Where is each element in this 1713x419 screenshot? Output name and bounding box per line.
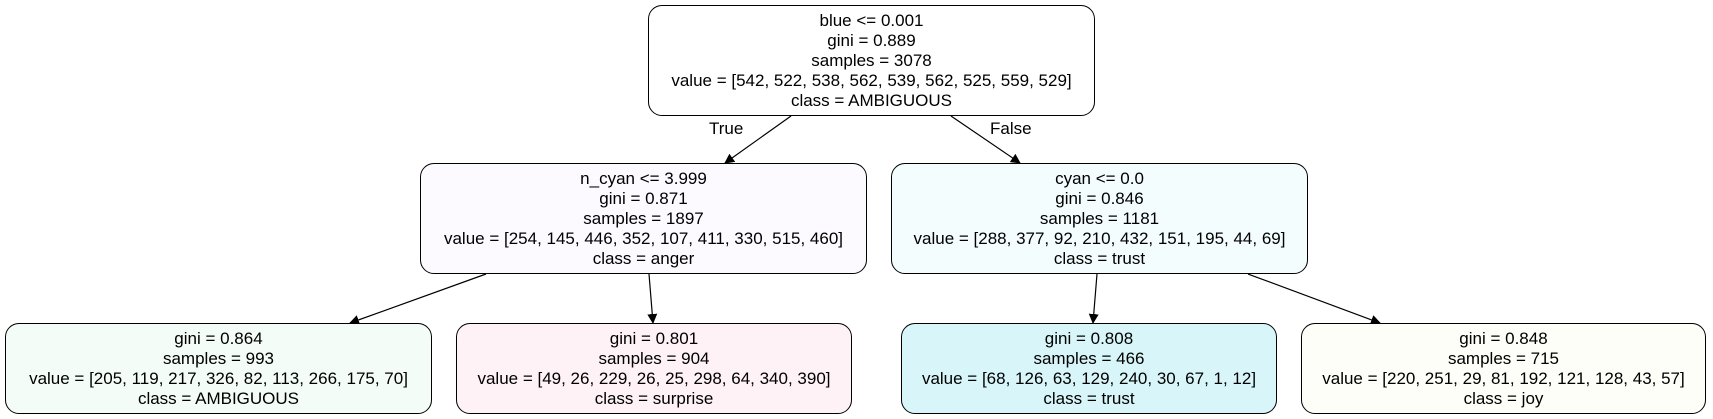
edge-left-leaf1: [349, 273, 487, 325]
node-line: class = trust: [1043, 388, 1135, 408]
node-line: samples = 993: [162, 348, 275, 368]
edge-label-false: False: [990, 119, 1032, 138]
node-line: n_cyan <= 3.999: [580, 168, 707, 188]
node-line: samples = 715: [1447, 348, 1560, 368]
node-line: gini = 0.808: [1044, 328, 1134, 348]
node-line: samples = 904: [598, 348, 710, 368]
node-line: samples = 1897: [583, 208, 704, 228]
node-line: value = [254, 145, 446, 352, 107, 411, 3…: [443, 228, 844, 248]
node-line: samples = 3078: [811, 50, 932, 70]
node-line: class = AMBIGUOUS: [790, 90, 953, 110]
node-line: class = trust: [1053, 248, 1146, 268]
node-line: cyan <= 0.0: [1055, 168, 1144, 188]
edge-root-right: [950, 115, 1021, 164]
edge-root-left: [724, 115, 792, 164]
node-line: value = [220, 251, 29, 81, 192, 121, 128…: [1322, 368, 1685, 388]
edge-label-true: True: [709, 119, 744, 138]
node-line: value = [49, 26, 229, 26, 25, 298, 64, 3…: [477, 368, 831, 388]
node-line: gini = 0.801: [609, 328, 699, 348]
node-line: samples = 466: [1033, 348, 1145, 368]
node-line: gini = 0.889: [827, 30, 916, 50]
node-line: gini = 0.848: [1459, 328, 1548, 348]
node-line: value = [68, 126, 63, 129, 240, 30, 67, …: [921, 368, 1257, 388]
node-line: class = anger: [592, 248, 695, 268]
node-line: gini = 0.871: [599, 188, 688, 208]
node-line: gini = 0.864: [174, 328, 263, 348]
edge-left-leaf2: [647, 273, 658, 324]
node-line: class = surprise: [594, 388, 714, 408]
node-line: value = [542, 522, 538, 562, 539, 562, 5…: [671, 70, 1072, 90]
node-line: value = [288, 377, 92, 210, 432, 151, 19…: [913, 228, 1286, 248]
node-line: class = AMBIGUOUS: [137, 388, 300, 408]
node-line: class = joy: [1463, 388, 1544, 408]
edge-right-leaf4: [1247, 273, 1381, 325]
node-line: blue <= 0.001: [819, 10, 924, 30]
node-line: value = [205, 119, 217, 326, 82, 113, 26…: [29, 368, 408, 388]
edge-right-leaf3: [1088, 273, 1099, 324]
node-line: gini = 0.846: [1055, 188, 1144, 208]
node-line: samples = 1181: [1039, 208, 1160, 228]
